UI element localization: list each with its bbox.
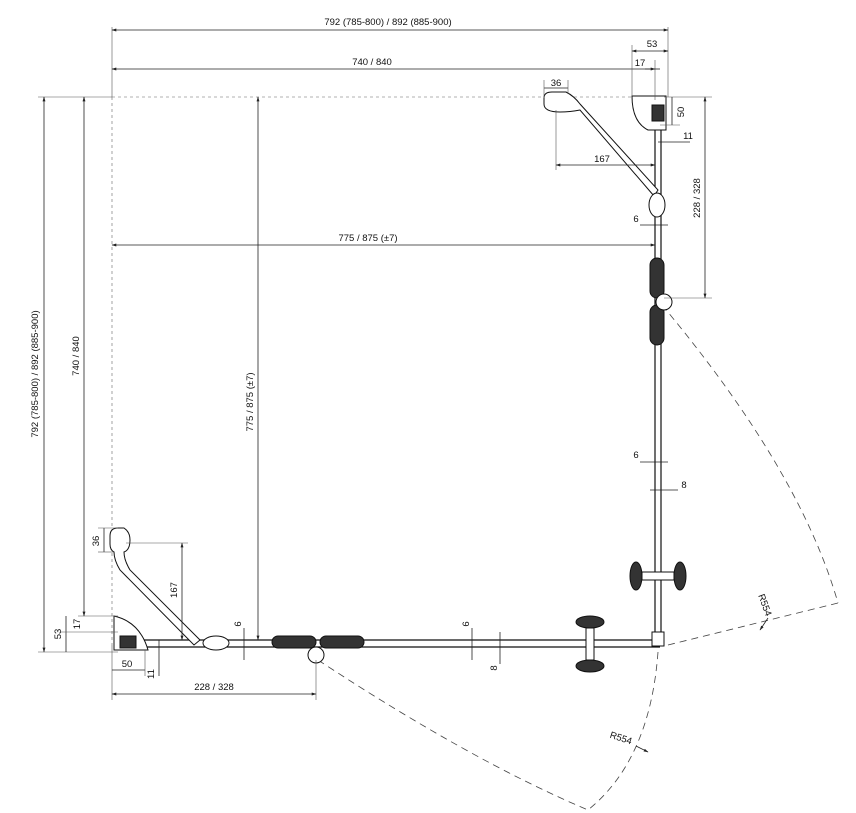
door-swing-arcs (317, 304, 839, 811)
dim-upper-6: 6 (633, 214, 638, 225)
dim-top-167: 167 (594, 154, 610, 165)
profiles (118, 100, 662, 648)
right-dimensions (640, 96, 712, 491)
dim-top-inner: 740 / 840 (352, 57, 392, 68)
dim-left-36: 36 (91, 536, 102, 547)
dim-top-36: 36 (551, 78, 562, 89)
dim-left-17: 17 (72, 619, 83, 630)
top-dimensions (111, 28, 669, 247)
dim-opening-width: 775 / 875 (±7) (338, 233, 397, 244)
outline-dashed (111, 27, 669, 645)
dim-top-17: 17 (635, 58, 646, 69)
dim-top-overall: 792 (785-800) / 892 (885-900) (324, 17, 451, 28)
dim-left-53: 53 (53, 629, 64, 640)
dim-bottom-228: 228 / 328 (194, 682, 234, 693)
dim-radius-right: R554 (755, 593, 773, 618)
dim-opening-height: 775 / 875 (±7) (245, 372, 256, 431)
dim-mid-6: 6 (633, 450, 638, 461)
bottom-dimensions (111, 628, 501, 700)
dim-bottom-11: 11 (146, 669, 157, 679)
dim-left-overall: 792 (785-800) / 892 (885-900) (30, 310, 41, 437)
dim-top-53: 53 (647, 39, 658, 50)
dim-left-inner: 740 / 840 (71, 336, 82, 376)
dim-right-11: 11 (683, 131, 693, 142)
dim-bottom-50: 50 (122, 659, 133, 670)
dim-bottom-6a: 6 (233, 621, 244, 626)
dim-radius-bottom: R554 (608, 730, 633, 747)
dim-mid-8: 8 (681, 480, 686, 491)
dim-bottom-6b: 6 (461, 621, 472, 626)
dim-right-228: 228 / 328 (692, 178, 703, 218)
dim-bottom-8: 8 (489, 665, 500, 670)
left-dimensions (38, 96, 260, 653)
dim-right-50: 50 (676, 107, 687, 118)
hardware (109, 91, 687, 673)
dim-left-167: 167 (169, 582, 180, 598)
